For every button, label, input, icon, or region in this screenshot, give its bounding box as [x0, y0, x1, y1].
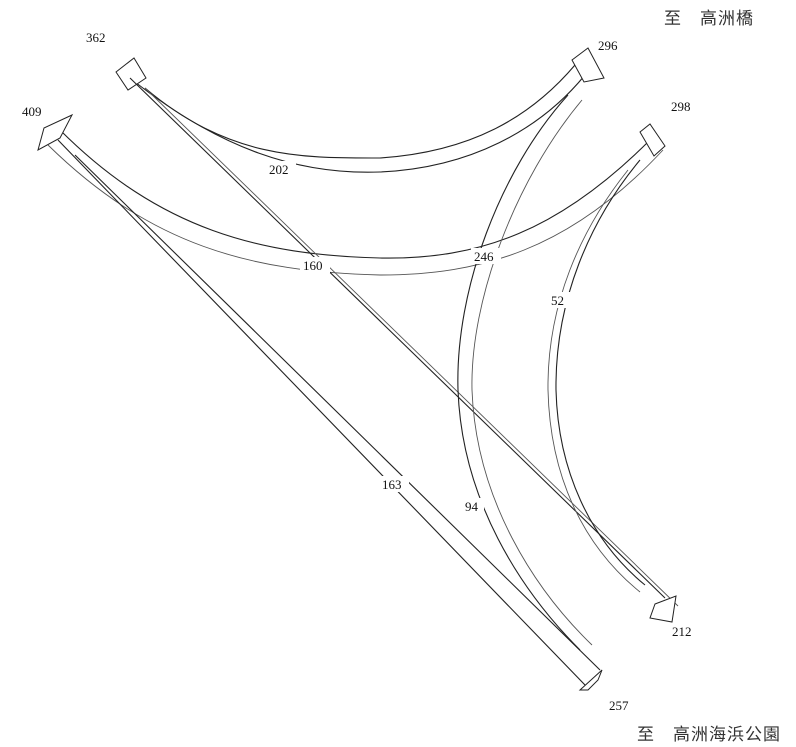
- arrow-409: [37, 113, 74, 152]
- link-label-94: 94: [462, 498, 484, 514]
- arrow-257: [578, 669, 603, 691]
- label-298: 298: [671, 99, 691, 114]
- link-label-160: 160: [300, 257, 330, 273]
- ramp-362-to-212: [129, 77, 679, 623]
- ramp-94: [457, 94, 593, 651]
- label-409: 409: [22, 104, 42, 119]
- svg-text:246: 246: [474, 249, 494, 264]
- svg-text:202: 202: [269, 162, 289, 177]
- destination-takasu-seaside-park: 至 高洲海浜公園: [637, 725, 781, 745]
- arrow-212: [649, 595, 677, 623]
- link-label-52: 52: [548, 292, 570, 308]
- link-label-246: 246: [471, 248, 501, 264]
- arrow-296: [571, 47, 605, 83]
- arrow-298-tail: [639, 123, 666, 157]
- svg-text:160: 160: [303, 258, 323, 273]
- svg-text:163: 163: [382, 477, 402, 492]
- ramp-298-to-409: [37, 113, 666, 276]
- link-label-202: 202: [266, 161, 296, 177]
- svg-text:94: 94: [465, 499, 479, 514]
- ramp-52: [547, 159, 646, 593]
- destination-takasu-bridge: 至 高洲橋: [664, 9, 754, 29]
- svg-text:52: 52: [551, 293, 564, 308]
- label-296: 296: [598, 38, 618, 53]
- ramp-362-to-296: [115, 47, 605, 173]
- label-257: 257: [609, 698, 629, 713]
- label-362: 362: [86, 30, 106, 45]
- ramp-409-to-257: [57, 139, 603, 691]
- label-212: 212: [672, 624, 692, 639]
- arrow-362-tail: [115, 57, 147, 91]
- link-label-163: 163: [379, 476, 409, 492]
